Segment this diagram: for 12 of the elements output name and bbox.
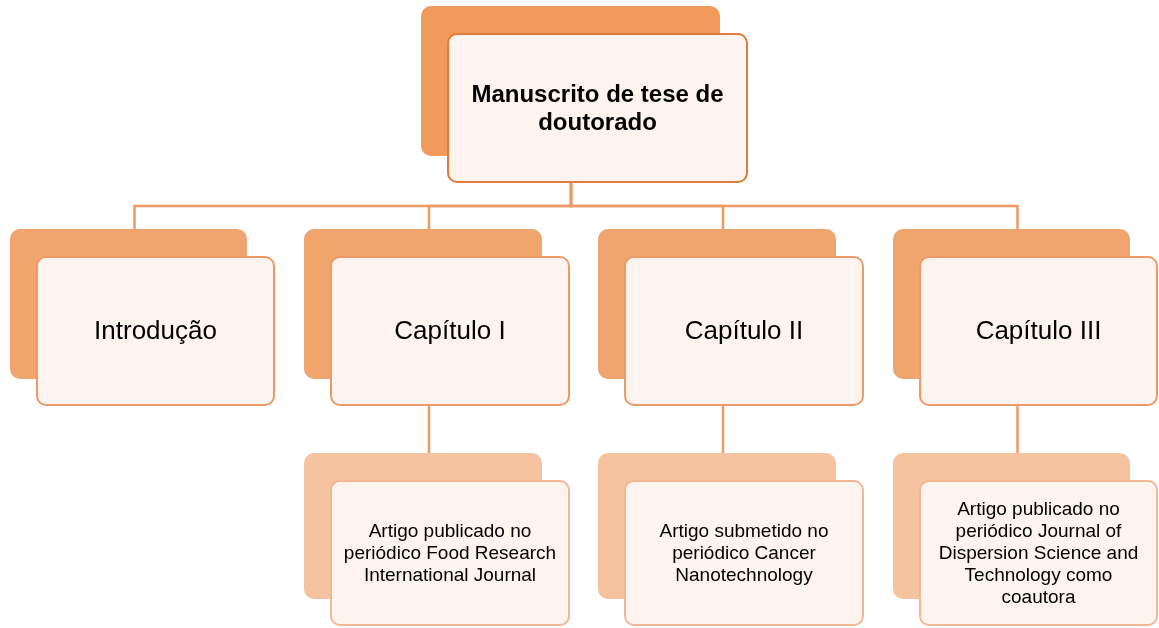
node-label: Capítulo III xyxy=(974,316,1103,346)
node-label: Artigo submetido no periódico Cancer Nanotechnology xyxy=(658,520,830,586)
node-label: Manuscrito de tese de doutorado xyxy=(470,80,725,136)
connector-line xyxy=(569,183,1019,229)
node-label: Artigo publicado no periódico Journal of Dispersion Science and Technology como coautora xyxy=(937,498,1140,608)
node-label: Capítulo I xyxy=(393,316,507,346)
node-label: Artigo publicado no periódico Food Research International Journal xyxy=(342,520,558,586)
node-label: Capítulo II xyxy=(683,316,805,346)
node-label: Introdução xyxy=(93,316,218,346)
connector-line xyxy=(427,406,431,453)
connector-line xyxy=(721,406,725,453)
connector-line xyxy=(1016,406,1019,453)
